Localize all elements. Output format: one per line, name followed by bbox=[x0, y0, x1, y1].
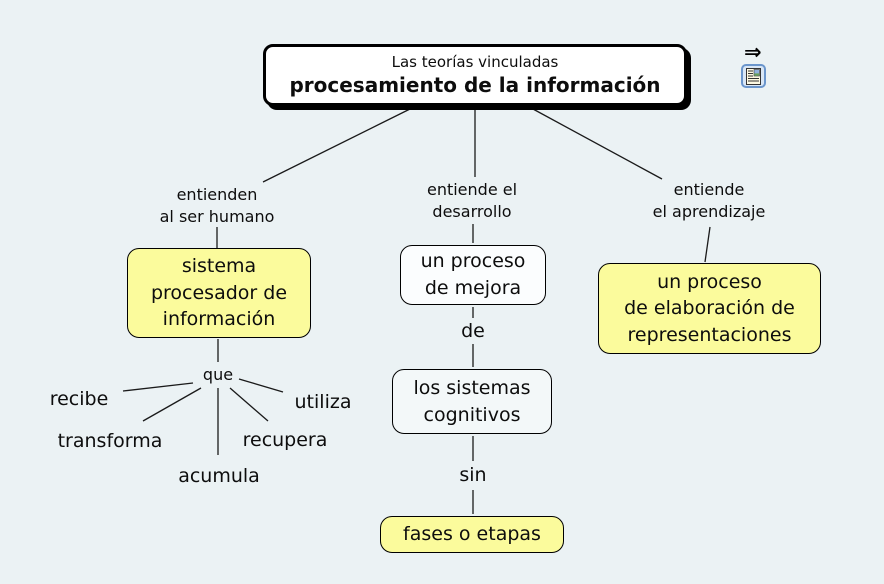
concept-recibe[interactable]: recibe bbox=[49, 388, 109, 410]
linking-phrase-que[interactable]: que bbox=[202, 365, 234, 384]
resource-arrow-icon: ⇒ bbox=[744, 40, 762, 64]
linking-phrase-de[interactable]: de bbox=[461, 320, 485, 342]
concept-root-procesamiento-informacion[interactable]: Las teorías vinculadas procesamiento de … bbox=[263, 44, 687, 106]
concept-fases-o-etapas[interactable]: fases o etapas bbox=[380, 516, 564, 553]
link-line-aprendizaje-to-representaciones bbox=[704, 226, 711, 263]
concept-transforma[interactable]: transforma bbox=[57, 430, 163, 452]
linking-phrase-entiende-el-aprendizaje[interactable]: entiende el aprendizaje bbox=[652, 180, 766, 221]
linking-phrase-entienden-al-ser-humano[interactable]: entienden al ser humano bbox=[159, 185, 275, 226]
concept-utiliza[interactable]: utiliza bbox=[294, 391, 352, 413]
linking-phrase-sin[interactable]: sin bbox=[459, 464, 487, 486]
document-image-icon bbox=[746, 67, 761, 85]
link-line-que-to-transforma bbox=[142, 387, 202, 422]
root-subtitle: Las teorías vinculadas bbox=[391, 52, 559, 71]
linking-phrase-entiende-el-desarrollo[interactable]: entiende el desarrollo bbox=[426, 180, 518, 221]
link-line-root-to-aprendizaje bbox=[532, 108, 663, 180]
link-line-root-to-entienden bbox=[262, 108, 411, 183]
concept-acumula[interactable]: acumula bbox=[178, 465, 260, 487]
concept-proceso-elaboracion-representaciones[interactable]: un proceso de elaboración de representac… bbox=[598, 263, 821, 354]
concept-los-sistemas-cognitivos[interactable]: los sistemas cognitivos bbox=[392, 369, 552, 434]
concept-sistema-procesador-informacion[interactable]: sistema procesador de información bbox=[127, 248, 311, 338]
root-title: procesamiento de la información bbox=[289, 72, 661, 97]
resource-link-icon[interactable] bbox=[741, 64, 766, 88]
concept-un-proceso-de-mejora[interactable]: un proceso de mejora bbox=[400, 245, 546, 305]
concept-recupera[interactable]: recupera bbox=[242, 429, 328, 451]
